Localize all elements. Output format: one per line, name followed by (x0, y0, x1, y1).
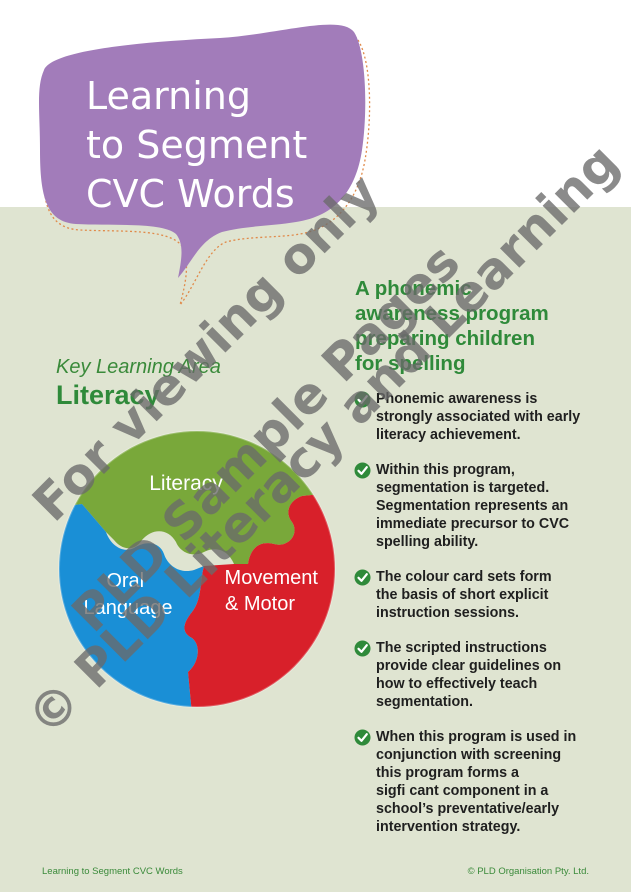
list-item-line: segmentation is targeted. (376, 480, 550, 496)
list-item-line: this program forms a (376, 765, 519, 781)
puzzle-label-oral-language: Oral Language (84, 570, 173, 619)
checkmark-icon (354, 391, 371, 408)
list-item: Phonemic awareness is strongly associate… (354, 390, 624, 444)
heading-line: preparing children (355, 327, 535, 350)
footer-copyright: © PLD Organisation Pty. Ltd. (467, 866, 589, 877)
list-item-line: conjunction with screening (376, 747, 562, 763)
learning-areas-puzzle: Literacy Oral Language Movement & Motor (58, 430, 336, 708)
checkmark-icon (354, 729, 371, 746)
list-item-line: school’s preventative/early (376, 801, 560, 817)
title-line: Learning (86, 74, 251, 118)
heading-line: awareness program (355, 302, 549, 325)
checkmark-icon (354, 569, 371, 586)
title-line: to Segment (86, 123, 308, 167)
list-item: When this program is used in conjunction… (354, 728, 624, 836)
benefit-list: Phonemic awareness is strongly associate… (354, 390, 624, 853)
list-item-line: When this program is used in (376, 729, 577, 745)
list-item-line: sigﬁ cant component in a (376, 783, 549, 799)
puzzle-piece-literacy (59, 431, 335, 564)
list-item-line: immediate precursor to CVC (376, 516, 570, 532)
list-item-line: literacy achievement. (376, 427, 521, 443)
list-item-line: the basis of short explicit (376, 587, 549, 603)
list-item: The scripted instructions provide clear … (354, 639, 624, 711)
list-item-line: intervention strategy. (376, 819, 521, 835)
key-learning-area-value: Literacy (56, 380, 160, 410)
puzzle-label-literacy: Literacy (149, 472, 223, 495)
list-item-line: segmentation. (376, 694, 473, 710)
list-item-line: The scripted instructions (376, 640, 547, 656)
list-item-line: spelling ability. (376, 534, 479, 550)
checkmark-icon (354, 462, 371, 479)
heading-line: A phonemic (355, 277, 472, 300)
list-item-line: instruction sessions. (376, 605, 520, 621)
heading-line: for spelling (355, 352, 466, 375)
list-item-line: provide clear guidelines on (376, 658, 562, 674)
checkmark-icon (354, 640, 371, 657)
key-learning-area-label: Key Learning Area (56, 356, 221, 378)
list-item-line: Within this program, (376, 462, 515, 478)
list-item-line: Phonemic awareness is (376, 391, 538, 407)
list-item: The colour card sets form the basis of s… (354, 568, 624, 622)
page-title: Learning to Segment CVC Words (86, 72, 307, 219)
list-item-line: strongly associated with early (376, 409, 581, 425)
list-item-line: Segmentation represents an (376, 498, 569, 514)
list-item: Within this program, segmentation is tar… (354, 461, 624, 551)
title-speech-bubble (39, 24, 371, 306)
list-item-line: how to effectively teach (376, 676, 538, 692)
program-heading: A phonemic awareness program preparing c… (355, 276, 615, 376)
footer-title: Learning to Segment CVC Words (42, 866, 183, 877)
list-item-line: The colour card sets form (376, 569, 552, 585)
title-line: CVC Words (86, 172, 295, 216)
puzzle-label-movement-motor: Movement & Motor (225, 567, 324, 615)
